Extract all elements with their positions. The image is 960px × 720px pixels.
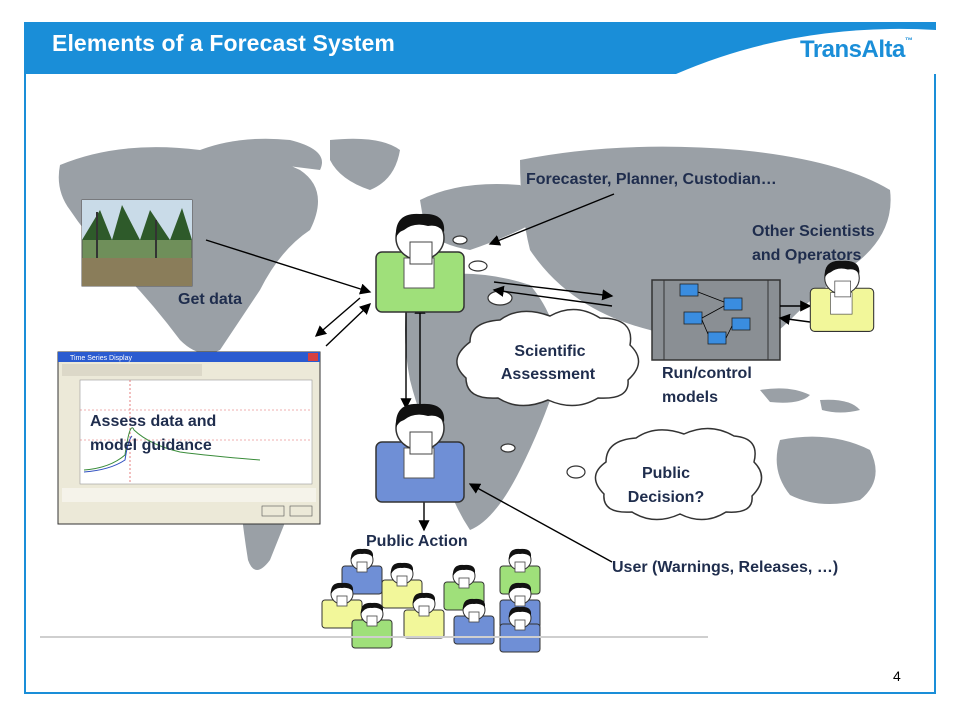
slide-title: Elements of a Forecast System — [52, 30, 395, 56]
label-models: models — [662, 389, 718, 406]
label-and-operators: and Operators — [752, 247, 861, 264]
label-assessment: Assessment — [501, 366, 596, 383]
weather-station-photo — [81, 199, 193, 287]
transalta-logo: TransAlta™ — [800, 36, 913, 64]
window-close-icon[interactable] — [308, 353, 318, 361]
label-forecaster: Forecaster, Planner, Custodian… — [526, 171, 777, 188]
time-series-window: Time Series Display — [57, 351, 321, 525]
page-number: 4 — [893, 668, 901, 684]
header-curve — [676, 28, 936, 74]
window-title: Time Series Display — [70, 355, 132, 362]
label-model-guidance: model guidance — [90, 437, 212, 454]
window-close-button[interactable] — [261, 505, 285, 517]
label-user: User (Warnings, Releases, …) — [612, 559, 838, 576]
run-control-models-box — [651, 279, 781, 361]
label-other-scientists: Other Scientists — [752, 223, 875, 240]
label-public-action: Public Action — [366, 533, 468, 550]
label-assess-data: Assess data and — [90, 413, 216, 430]
scientific-assessment-cloud — [452, 235, 640, 407]
flow-arrows — [205, 193, 812, 563]
slide-header-bar — [24, 22, 936, 74]
footer-divider — [40, 636, 708, 638]
label-public: Public — [642, 465, 690, 482]
label-run-control: Run/control — [662, 365, 752, 382]
public-decision-cloud — [500, 427, 763, 521]
window-help-button[interactable] — [289, 505, 313, 517]
label-decision: Decision? — [628, 489, 704, 506]
label-scientific: Scientific — [514, 343, 585, 360]
label-get-data: Get data — [178, 291, 242, 308]
logo-text: TransAlta — [800, 36, 905, 63]
logo-trademark: ™ — [904, 36, 913, 45]
